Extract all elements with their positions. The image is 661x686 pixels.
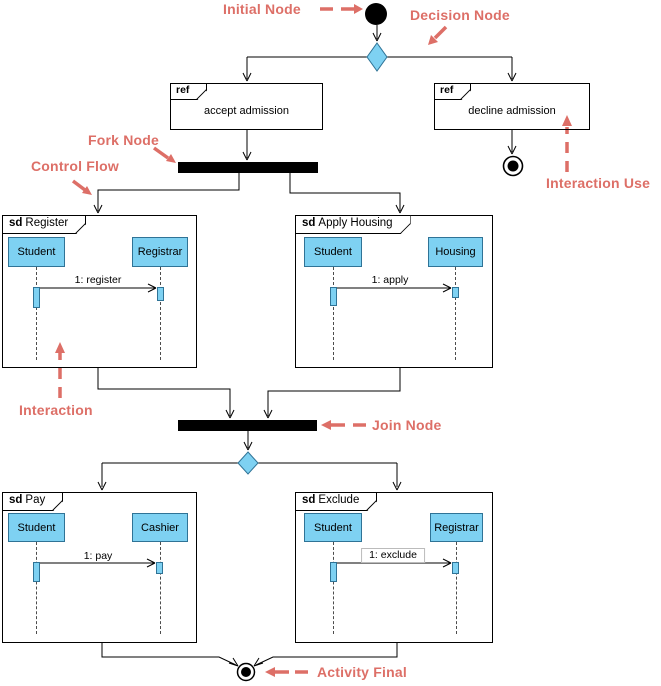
initial-node-arrow [320, 4, 363, 14]
lifeline [160, 542, 161, 634]
sd-frame-name: Exclude [318, 494, 360, 506]
annotation-activity-final: Activity Final [317, 664, 407, 680]
activation-bar [156, 562, 163, 574]
activation-bar [452, 562, 459, 574]
fork-node-arrow [152, 146, 176, 163]
initial-node [365, 3, 387, 25]
final-node-top [502, 155, 524, 177]
message-label: 1: apply [371, 274, 409, 286]
annotation-fork-node: Fork Node [88, 132, 160, 148]
annotation-join-node: Join Node [372, 417, 442, 433]
ref-keyword: ref [176, 84, 190, 96]
decision-node-arrow [428, 25, 448, 45]
ref-frame-label: accept admission [204, 104, 289, 117]
ref-frame-accept-admission: ref accept admission [170, 83, 323, 130]
activation-bar [33, 287, 40, 308]
lifeline-head: Housing [428, 237, 483, 267]
control-flow-arrow [71, 179, 92, 195]
activity-final-arrow [265, 667, 308, 677]
sd-keyword: sd [9, 217, 23, 229]
lifeline-head: Student [8, 513, 65, 542]
message-label: 1: exclude [361, 548, 425, 563]
lifeline [160, 267, 161, 360]
fork-node [178, 162, 318, 173]
sd-keyword: sd [9, 494, 23, 506]
lifeline-head: Student [8, 237, 65, 267]
lifeline [36, 267, 37, 360]
lifeline-head: Student [304, 513, 362, 542]
lifeline-head: Student [304, 237, 362, 267]
ref-frame-tab: ref [434, 83, 471, 100]
decision-node [366, 42, 388, 72]
lifeline [456, 542, 457, 634]
sd-keyword: sd [302, 494, 316, 506]
activation-bar [330, 562, 337, 582]
lifeline-head: Registrar [430, 513, 483, 542]
message-label: 1: register [74, 274, 122, 286]
annotation-interaction-use: Interaction Use [546, 175, 651, 191]
sd-keyword: sd [302, 217, 316, 229]
sd-frame-name: Apply Housing [318, 217, 393, 229]
lifeline-head: Registrar [132, 237, 188, 267]
activation-bar [330, 287, 337, 306]
lifeline [333, 542, 334, 634]
interaction-use-arrow [562, 115, 572, 172]
annotation-decision-node: Decision Node [410, 7, 510, 23]
arrowheads [93, 32, 517, 667]
ref-frame-label: decline admission [468, 104, 556, 117]
decision-node-2 [237, 451, 259, 475]
sd-frame-name: Pay [25, 494, 46, 506]
ref-frame-tab: ref [170, 83, 207, 100]
lifeline-head: Cashier [132, 513, 188, 542]
lifeline [36, 542, 37, 634]
control-flow-lines [97, 25, 513, 666]
ref-frame-decline-admission: ref decline admission [434, 83, 590, 130]
annotation-interaction: Interaction [19, 402, 93, 418]
lifeline [455, 267, 456, 360]
interaction-arrow [55, 342, 65, 398]
activation-bar [452, 287, 459, 298]
lifeline [333, 267, 334, 360]
join-node [178, 420, 317, 431]
annotation-initial-node: Initial Node [223, 1, 301, 17]
sd-frame-name: Register [25, 217, 69, 229]
join-node-arrow [321, 420, 366, 430]
activation-bar [157, 287, 164, 301]
message-label: 1: pay [83, 550, 113, 562]
activity-final-node [236, 662, 256, 682]
message-arrows [39, 283, 452, 568]
annotation-control-flow: Control Flow [31, 158, 119, 174]
ref-keyword: ref [440, 84, 454, 96]
annotation-arrows [55, 4, 572, 677]
activation-bar [33, 562, 40, 582]
